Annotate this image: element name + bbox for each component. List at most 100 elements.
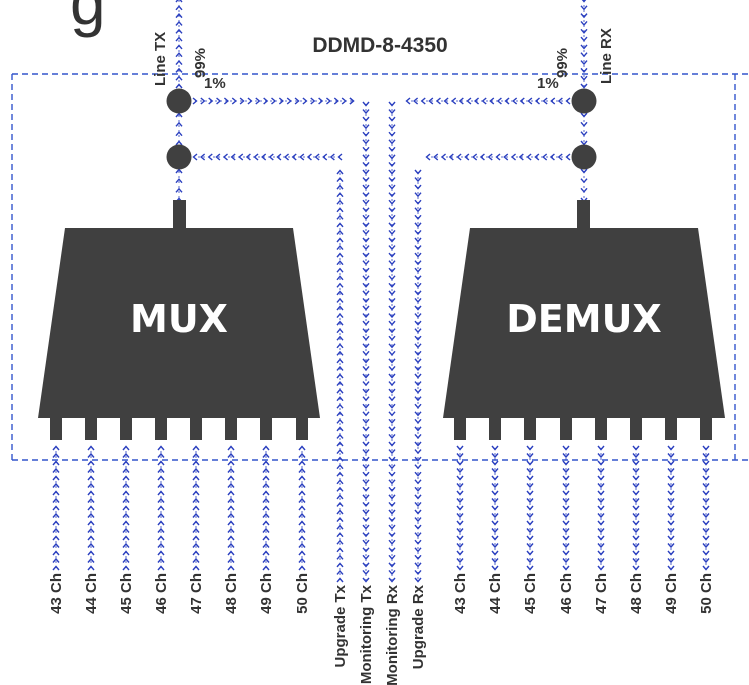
fiber-arrow bbox=[491, 460, 499, 466]
fiber-arrow bbox=[222, 153, 228, 161]
fiber-arrow bbox=[491, 535, 499, 541]
fiber-arrow bbox=[702, 513, 710, 519]
fiber-arrow bbox=[52, 482, 60, 488]
fiber-arrow bbox=[414, 486, 422, 492]
fiber-arrow bbox=[388, 426, 396, 432]
rx-upgrade-coupler bbox=[571, 144, 597, 170]
fiber-arrow bbox=[223, 97, 229, 105]
fiber-arrow bbox=[597, 528, 605, 534]
fiber-arrow bbox=[464, 153, 470, 161]
monitoring-tx-tap-end bbox=[349, 97, 355, 105]
demux-channel-label: 44 Ch bbox=[487, 573, 504, 614]
fiber-arrow bbox=[702, 490, 710, 496]
fiber-arrow bbox=[336, 562, 344, 568]
fiber-arrow bbox=[388, 547, 396, 553]
fiber-arrow bbox=[362, 275, 370, 281]
fiber-arrow bbox=[362, 169, 370, 175]
fiber-arrow bbox=[336, 547, 344, 553]
fiber-arrow bbox=[414, 343, 422, 349]
tx-tap-pct: 1% bbox=[204, 75, 226, 92]
fiber-arrow bbox=[489, 97, 495, 105]
fiber-arrow bbox=[362, 501, 370, 508]
fiber-arrow bbox=[388, 539, 396, 545]
demux-channel-fiber bbox=[491, 445, 499, 571]
mux-channel-label: 48 Ch bbox=[223, 573, 240, 614]
fiber-arrow bbox=[632, 468, 640, 474]
upgrade-tx-fiber bbox=[336, 169, 344, 583]
tx-coupler-link bbox=[175, 112, 183, 146]
fiber-arrow bbox=[333, 97, 339, 105]
fiber-arrow bbox=[362, 486, 370, 492]
fiber-arrow bbox=[122, 520, 130, 526]
fiber-arrow bbox=[298, 550, 306, 556]
mux-channel-label: 44 Ch bbox=[83, 573, 100, 614]
fiber-arrow bbox=[52, 527, 60, 533]
fiber-arrow bbox=[336, 524, 344, 530]
fiber-arrow bbox=[336, 448, 344, 455]
fiber-arrow bbox=[362, 396, 370, 402]
fiber-arrow bbox=[175, 140, 183, 146]
demux-channel-port bbox=[524, 418, 536, 440]
fiber-arrow bbox=[336, 388, 344, 394]
fiber-arrow bbox=[157, 490, 165, 496]
fiber-arrow bbox=[580, 75, 588, 81]
fiber-arrow bbox=[597, 453, 605, 459]
fiber-arrow bbox=[216, 97, 222, 105]
fiber-arrow bbox=[122, 565, 130, 571]
fiber-arrow bbox=[262, 460, 270, 466]
fiber-arrow bbox=[388, 320, 396, 326]
fiber-arrow bbox=[562, 558, 570, 564]
fiber-arrow bbox=[336, 207, 344, 213]
fiber-arrow bbox=[597, 498, 605, 504]
fiber-arrow bbox=[336, 426, 344, 432]
fiber-arrow bbox=[336, 192, 344, 198]
fiber-arrow bbox=[433, 153, 439, 161]
fiber-arrow bbox=[302, 97, 308, 105]
fiber-arrow bbox=[87, 565, 95, 571]
fiber-arrow bbox=[388, 290, 396, 296]
fiber-arrow bbox=[388, 403, 396, 409]
fiber-arrow bbox=[231, 97, 237, 105]
line-tx-pct: 99% bbox=[192, 48, 209, 78]
fiber-arrow bbox=[580, 112, 588, 118]
line-tx-fiber bbox=[175, 0, 183, 89]
fiber-arrow bbox=[632, 453, 640, 459]
fiber-arrow bbox=[414, 350, 422, 356]
fiber-arrow bbox=[262, 505, 270, 511]
fiber-arrow bbox=[362, 260, 370, 266]
fiber-arrow bbox=[362, 433, 370, 440]
fiber-arrow bbox=[565, 153, 571, 161]
fiber-arrow bbox=[362, 146, 370, 152]
port-label: Monitoring Tx bbox=[358, 584, 375, 684]
fiber-arrow bbox=[580, 13, 588, 19]
fiber-arrow bbox=[562, 550, 570, 556]
fiber-arrow bbox=[597, 468, 605, 474]
demux-common-port bbox=[577, 200, 590, 232]
fiber-arrow bbox=[157, 452, 165, 458]
fiber-arrow bbox=[479, 153, 485, 161]
fiber-arrow bbox=[362, 373, 370, 379]
fiber-arrow bbox=[388, 237, 396, 243]
demux-common-fiber bbox=[580, 168, 588, 203]
fiber-arrow bbox=[414, 260, 422, 266]
fiber-arrow bbox=[362, 124, 370, 130]
fiber-arrow bbox=[510, 153, 517, 161]
fiber-arrow bbox=[336, 396, 344, 402]
fiber-arrow bbox=[362, 109, 370, 115]
monitoring-tx-fiber bbox=[362, 101, 370, 583]
fiber-arrow bbox=[667, 475, 675, 481]
fiber-arrow bbox=[322, 153, 328, 161]
fiber-arrow bbox=[122, 475, 130, 481]
fiber-arrow bbox=[192, 445, 200, 451]
fiber-arrow bbox=[597, 535, 605, 541]
fiber-arrow bbox=[262, 565, 270, 571]
fiber-arrow bbox=[702, 558, 710, 564]
fiber-arrow bbox=[336, 411, 344, 417]
fiber-arrow bbox=[336, 456, 344, 462]
fiber-arrow bbox=[526, 445, 534, 451]
fiber-arrow bbox=[362, 290, 370, 296]
fiber-arrow bbox=[388, 433, 396, 440]
fiber-arrow bbox=[298, 520, 306, 526]
